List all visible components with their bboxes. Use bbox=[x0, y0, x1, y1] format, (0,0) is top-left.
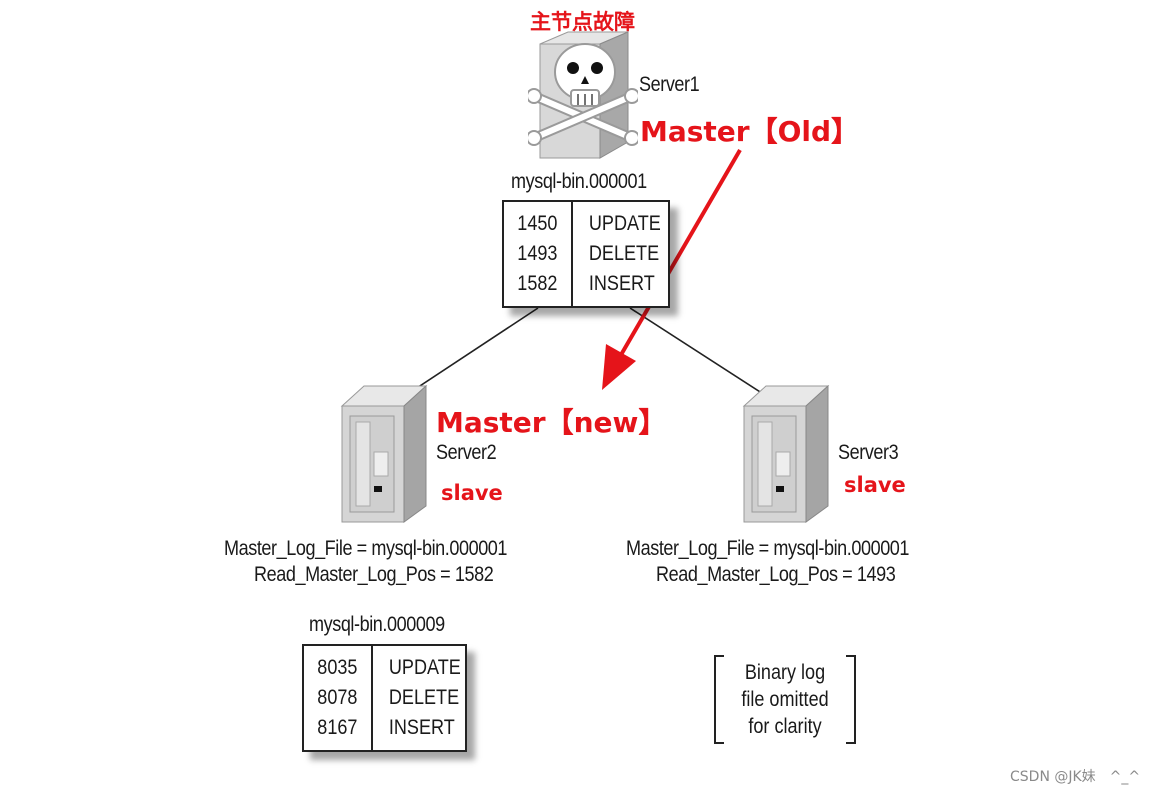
server3-slave-label: slave bbox=[844, 473, 906, 497]
binlog-position: 8078 bbox=[317, 686, 358, 709]
omitted-note-line: file omitted bbox=[741, 688, 829, 711]
server2-read-master-log-pos: Read_Master_Log_Pos = 1582 bbox=[254, 563, 494, 586]
omitted-note-line: Binary log bbox=[744, 661, 826, 684]
server1-name: Server1 bbox=[639, 73, 700, 96]
server1-binlog-positions: 1450 1493 1582 bbox=[504, 202, 573, 306]
binlog-operation: INSERT bbox=[588, 272, 655, 295]
server2-new-master-label: Master【new】 bbox=[436, 406, 667, 439]
dead-server-skull-icon bbox=[528, 31, 638, 159]
server2-slave-label: slave bbox=[441, 481, 503, 505]
failure-caption: 主节点故障 bbox=[530, 10, 635, 34]
binlog-position: 1493 bbox=[517, 242, 558, 265]
binlog-operation: UPDATE bbox=[388, 656, 461, 679]
server3-master-log-file: Master_Log_File = mysql-bin.000001 bbox=[626, 537, 910, 560]
server3-read-master-log-pos: Read_Master_Log_Pos = 1493 bbox=[656, 563, 896, 586]
omitted-binlog-note: Binary log file omitted for clarity bbox=[733, 659, 838, 740]
arrow-server1-to-server3 bbox=[629, 307, 786, 409]
server1-binlog-file: mysql-bin.000001 bbox=[511, 170, 647, 193]
binlog-position: 8035 bbox=[317, 656, 358, 679]
server3-tower-icon bbox=[742, 384, 830, 523]
server1-role-label: Master【Old】 bbox=[640, 115, 860, 148]
server3-name: Server3 bbox=[838, 441, 899, 464]
binlog-operation: UPDATE bbox=[588, 212, 661, 235]
server1-binlog-operations: UPDATE DELETE INSERT bbox=[573, 202, 677, 306]
server2-binlog-table: 8035 8078 8167 UPDATE DELETE INSERT bbox=[302, 644, 467, 752]
server2-tower-icon bbox=[340, 384, 428, 523]
server2-name: Server2 bbox=[436, 441, 497, 464]
server2-binlog-operations: UPDATE DELETE INSERT bbox=[373, 646, 477, 750]
binlog-position: 1582 bbox=[517, 272, 558, 295]
binlog-operation: DELETE bbox=[588, 242, 659, 265]
omitted-note-brackets bbox=[714, 655, 856, 744]
server2-binlog-file: mysql-bin.000009 bbox=[309, 613, 445, 636]
binlog-operation: INSERT bbox=[388, 716, 455, 739]
binlog-operation: DELETE bbox=[388, 686, 459, 709]
red-promotion-arrow bbox=[602, 148, 742, 390]
server1-binlog-table: 1450 1493 1582 UPDATE DELETE INSERT bbox=[502, 200, 670, 308]
server2-master-log-file: Master_Log_File = mysql-bin.000001 bbox=[224, 537, 508, 560]
binlog-position: 1450 bbox=[517, 212, 558, 235]
omitted-note-line: for clarity bbox=[748, 715, 822, 738]
server2-binlog-positions: 8035 8078 8167 bbox=[304, 646, 373, 750]
binlog-position: 8167 bbox=[317, 716, 358, 739]
footer-watermark: CSDN @JK妹 ^_^ bbox=[1010, 769, 1141, 785]
